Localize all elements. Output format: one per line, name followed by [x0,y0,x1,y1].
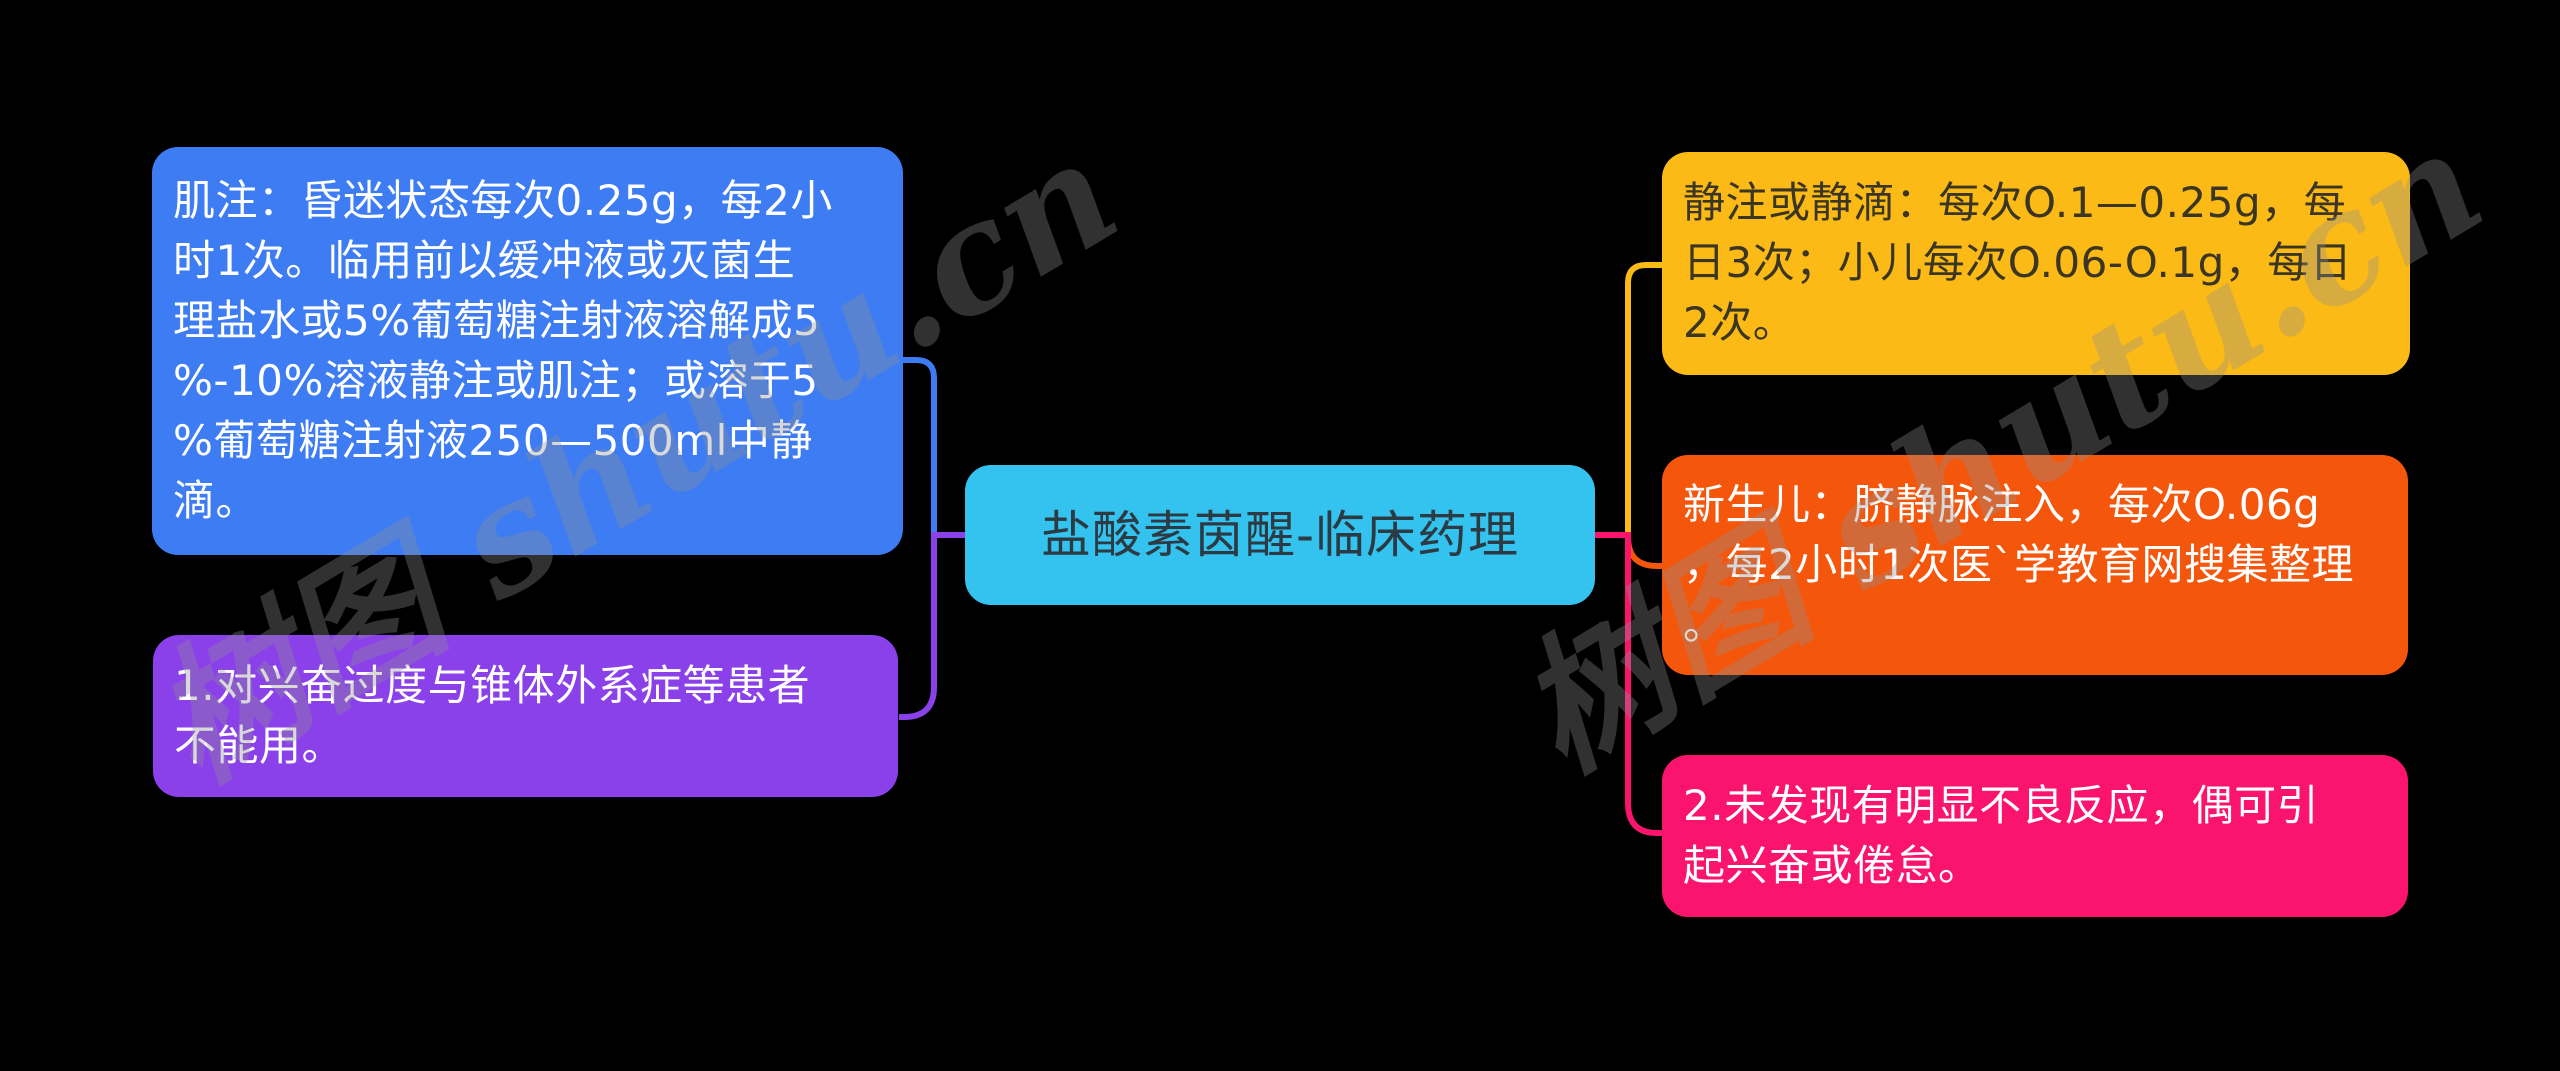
node-adverse-reaction[interactable]: 2.未发现有明显不良反应，偶可引 起兴奋或倦怠。 [1662,755,2408,917]
node-intravenous-dosage[interactable]: 静注或静滴：每次O.1—0.25g，每 日3次；小儿每次O.06-O.1g，每日… [1662,152,2410,375]
node-root-title[interactable]: 盐酸素茵醒-临床药理 [965,465,1595,605]
connector-intravenous [1625,262,1662,538]
connector-adverse-reaction [1592,532,1662,836]
connector-newborn [1625,535,1662,569]
node-newborn-dosage[interactable]: 新生儿：脐静脉注入，每次O.06g ，每2小时1次医`学教育网搜集整理 。 [1662,455,2408,675]
connector-contraindication [899,532,968,720]
node-contraindication[interactable]: 1.对兴奋过度与锥体外系症等患者 不能用。 [153,635,898,797]
connector-intramuscular [903,357,937,538]
node-intramuscular-dosage[interactable]: 肌注：昏迷状态每次0.25g，每2小 时1次。临用前以缓冲液或灭菌生 理盐水或5… [152,147,903,555]
